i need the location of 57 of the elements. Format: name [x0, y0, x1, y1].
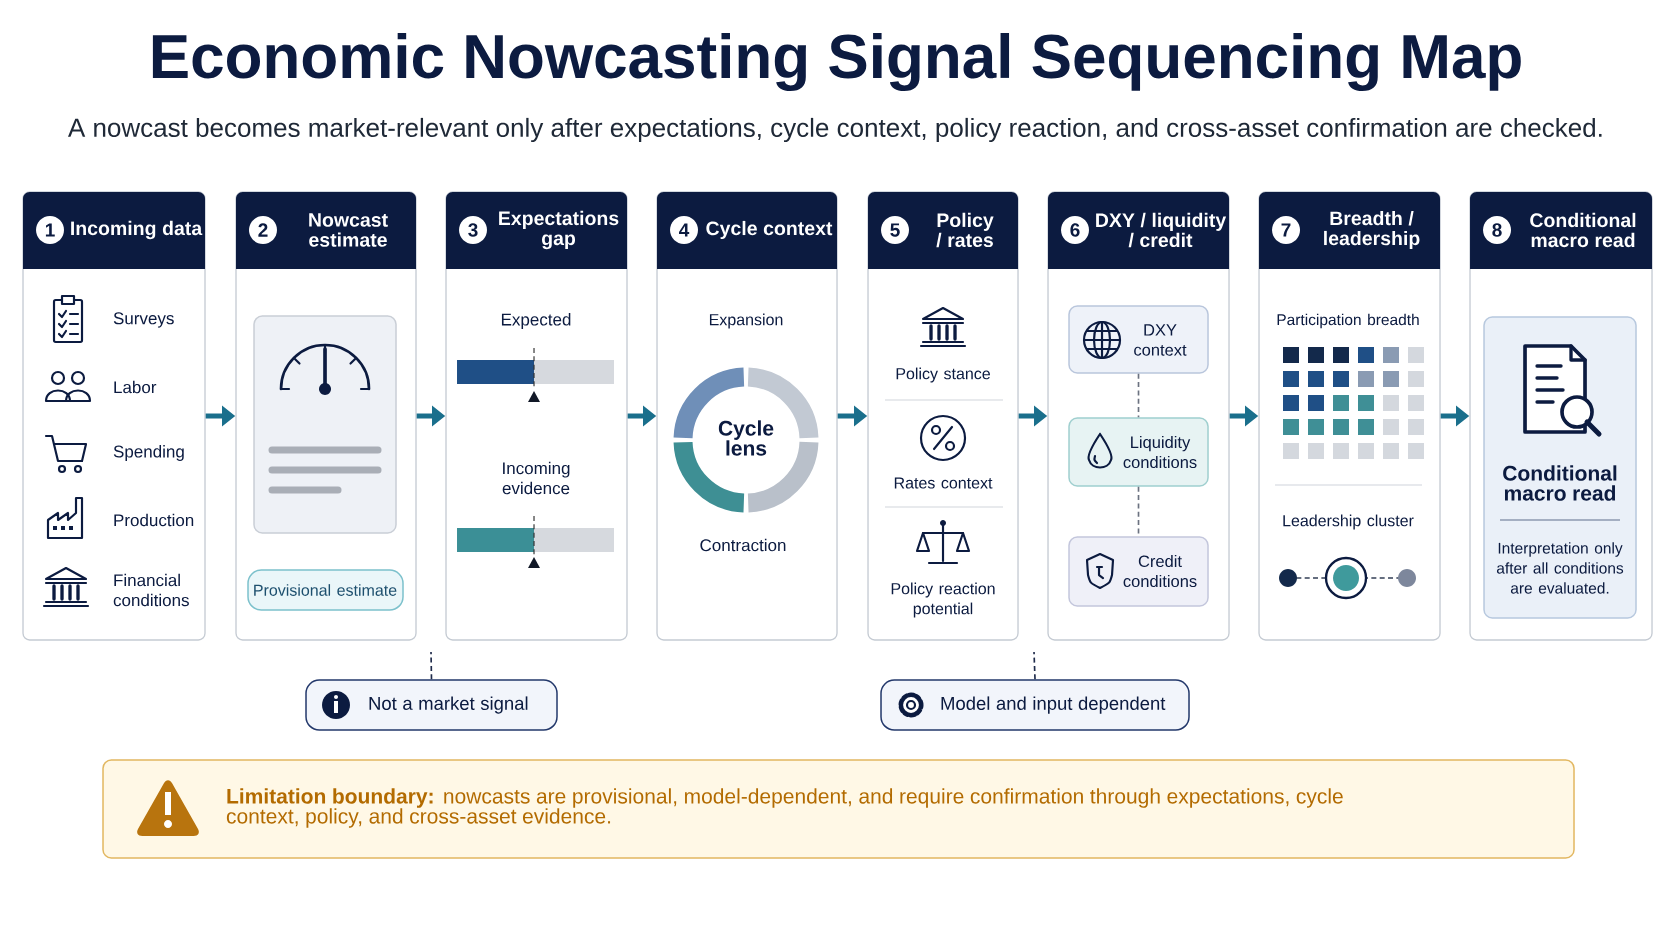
- limitation-box: [102, 759, 1575, 859]
- step-number: 4: [670, 216, 698, 244]
- item-label: Surveys: [113, 312, 174, 328]
- step-card: [445, 191, 628, 641]
- step-number: 2: [249, 216, 277, 244]
- panel-box: [253, 315, 397, 534]
- step-number: 3: [459, 216, 487, 244]
- step-title: Conditional macro read: [1530, 212, 1636, 248]
- step-title: Incoming data: [71, 220, 203, 240]
- item-label: Expected: [501, 313, 571, 329]
- box-text: Limitation boundary: nowcasts are provisional, model-dependent, and require confirmation through expectations, cycle context, policy, and cross-asset evidence.: [226, 788, 1343, 828]
- step-title: Expectations gap: [499, 210, 619, 250]
- box-text: Provisional estimate: [254, 584, 397, 596]
- step-title: Cycle context: [706, 220, 833, 240]
- subtitle: A nowcast becomes market-relevant only after expectations, cycle context, policy reaction, and cross-asset confirmation are checked.: [68, 117, 1602, 143]
- item-label: Production: [114, 513, 194, 527]
- context-box: [1068, 305, 1209, 374]
- step-title: Breadth / leadership: [1324, 210, 1420, 250]
- item-label: Leadership cluster: [1283, 514, 1414, 530]
- step-title: Policy / rates: [936, 212, 994, 248]
- item-label: Expansion: [709, 313, 783, 329]
- callout-box: [880, 679, 1190, 731]
- item-label: Incoming evidence: [502, 461, 570, 495]
- title: Economic Nowcasting Signal Sequencing Map: [152, 32, 1521, 92]
- step-number: 6: [1061, 216, 1089, 244]
- box-text: Credit conditions: [1123, 554, 1197, 588]
- step-number: 5: [881, 216, 909, 244]
- step-card: [867, 191, 1019, 641]
- step-title: Nowcast estimate: [309, 213, 388, 247]
- box-text: Conditional macro read: [1503, 465, 1617, 501]
- item-label: Spending: [113, 445, 184, 461]
- step-card: [656, 191, 838, 641]
- item-label: Policy stance: [896, 367, 990, 383]
- leader-line: [1033, 651, 1036, 681]
- box-text: DXY context: [1134, 324, 1187, 356]
- box-text: Interpretation only after all conditions are evaluated.: [1496, 542, 1624, 594]
- item-label: Participation breadth: [1277, 313, 1419, 329]
- item-label: Rates context: [894, 477, 993, 489]
- item-label: Cycle lens: [718, 420, 774, 456]
- box-text: Not a market signal: [369, 696, 528, 714]
- context-box: [1068, 417, 1209, 487]
- box-text: Liquidity conditions: [1123, 435, 1197, 469]
- callout-box: [305, 679, 558, 731]
- context-box: [1068, 536, 1209, 607]
- step-number: 8: [1483, 216, 1511, 244]
- item-label: Policy reaction potential: [891, 582, 995, 618]
- connector-line: [1137, 372, 1140, 419]
- box-text: Model and input dependent: [941, 696, 1166, 714]
- item-label: Labor: [114, 380, 157, 394]
- step-number: 7: [1272, 216, 1300, 244]
- provisional-pill: [247, 569, 404, 611]
- leader-line: [430, 651, 433, 681]
- item-label: Contraction: [700, 538, 786, 552]
- step-title: DXY / liquidity / credit: [1096, 212, 1227, 248]
- step-number: 1: [36, 216, 64, 244]
- item-label: Financial conditions: [113, 573, 189, 607]
- step-card: [22, 191, 206, 641]
